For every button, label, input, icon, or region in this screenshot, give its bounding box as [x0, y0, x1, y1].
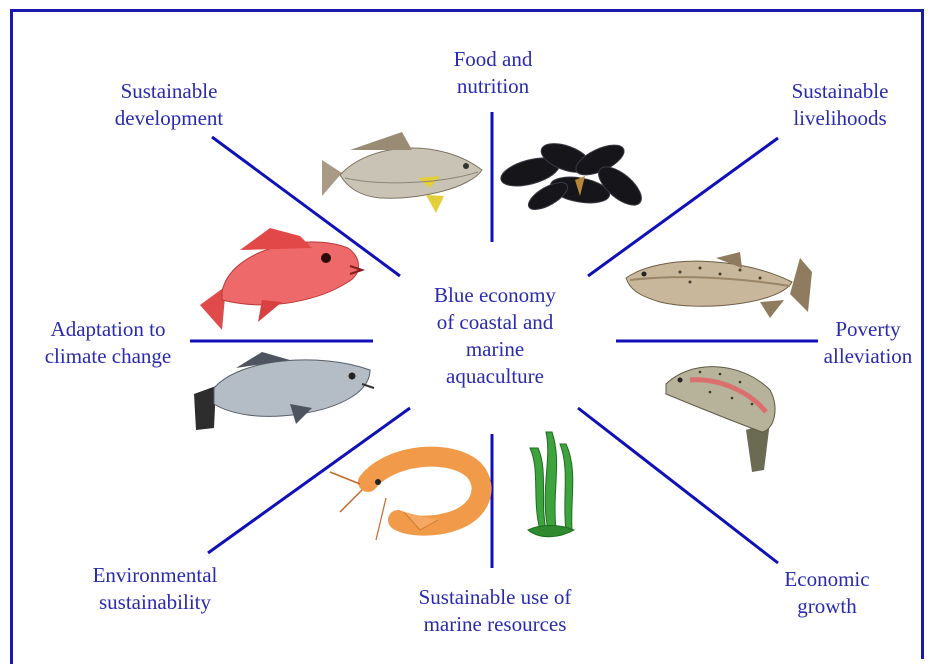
barramundi-fish-illustration	[322, 132, 482, 213]
label-food-nutrition: Food and nutrition	[438, 46, 548, 100]
salmon-illustration	[626, 252, 812, 318]
mussels-illustration	[498, 138, 648, 215]
label-environmental-sustainability: Environmental sustainability	[70, 562, 240, 616]
shrimp-illustration	[330, 457, 482, 540]
label-adaptation-climate-change: Adaptation to climate change	[30, 316, 186, 370]
rainbow-trout-illustration	[666, 367, 775, 472]
label-sustainable-use-marine-resources: Sustainable use of marine resources	[400, 584, 590, 638]
label-poverty-alleviation: Poverty alleviation	[808, 316, 928, 370]
label-economic-growth: Economic growth	[772, 566, 882, 620]
red-snapper-illustration	[200, 228, 362, 330]
seaweed-illustration	[528, 432, 574, 537]
center-label-blue-economy: Blue economy of coastal and marine aquac…	[410, 282, 580, 390]
sea-bass-illustration	[194, 352, 374, 430]
label-sustainable-development: Sustainable development	[94, 78, 244, 132]
label-sustainable-livelihoods: Sustainable livelihoods	[770, 78, 910, 132]
